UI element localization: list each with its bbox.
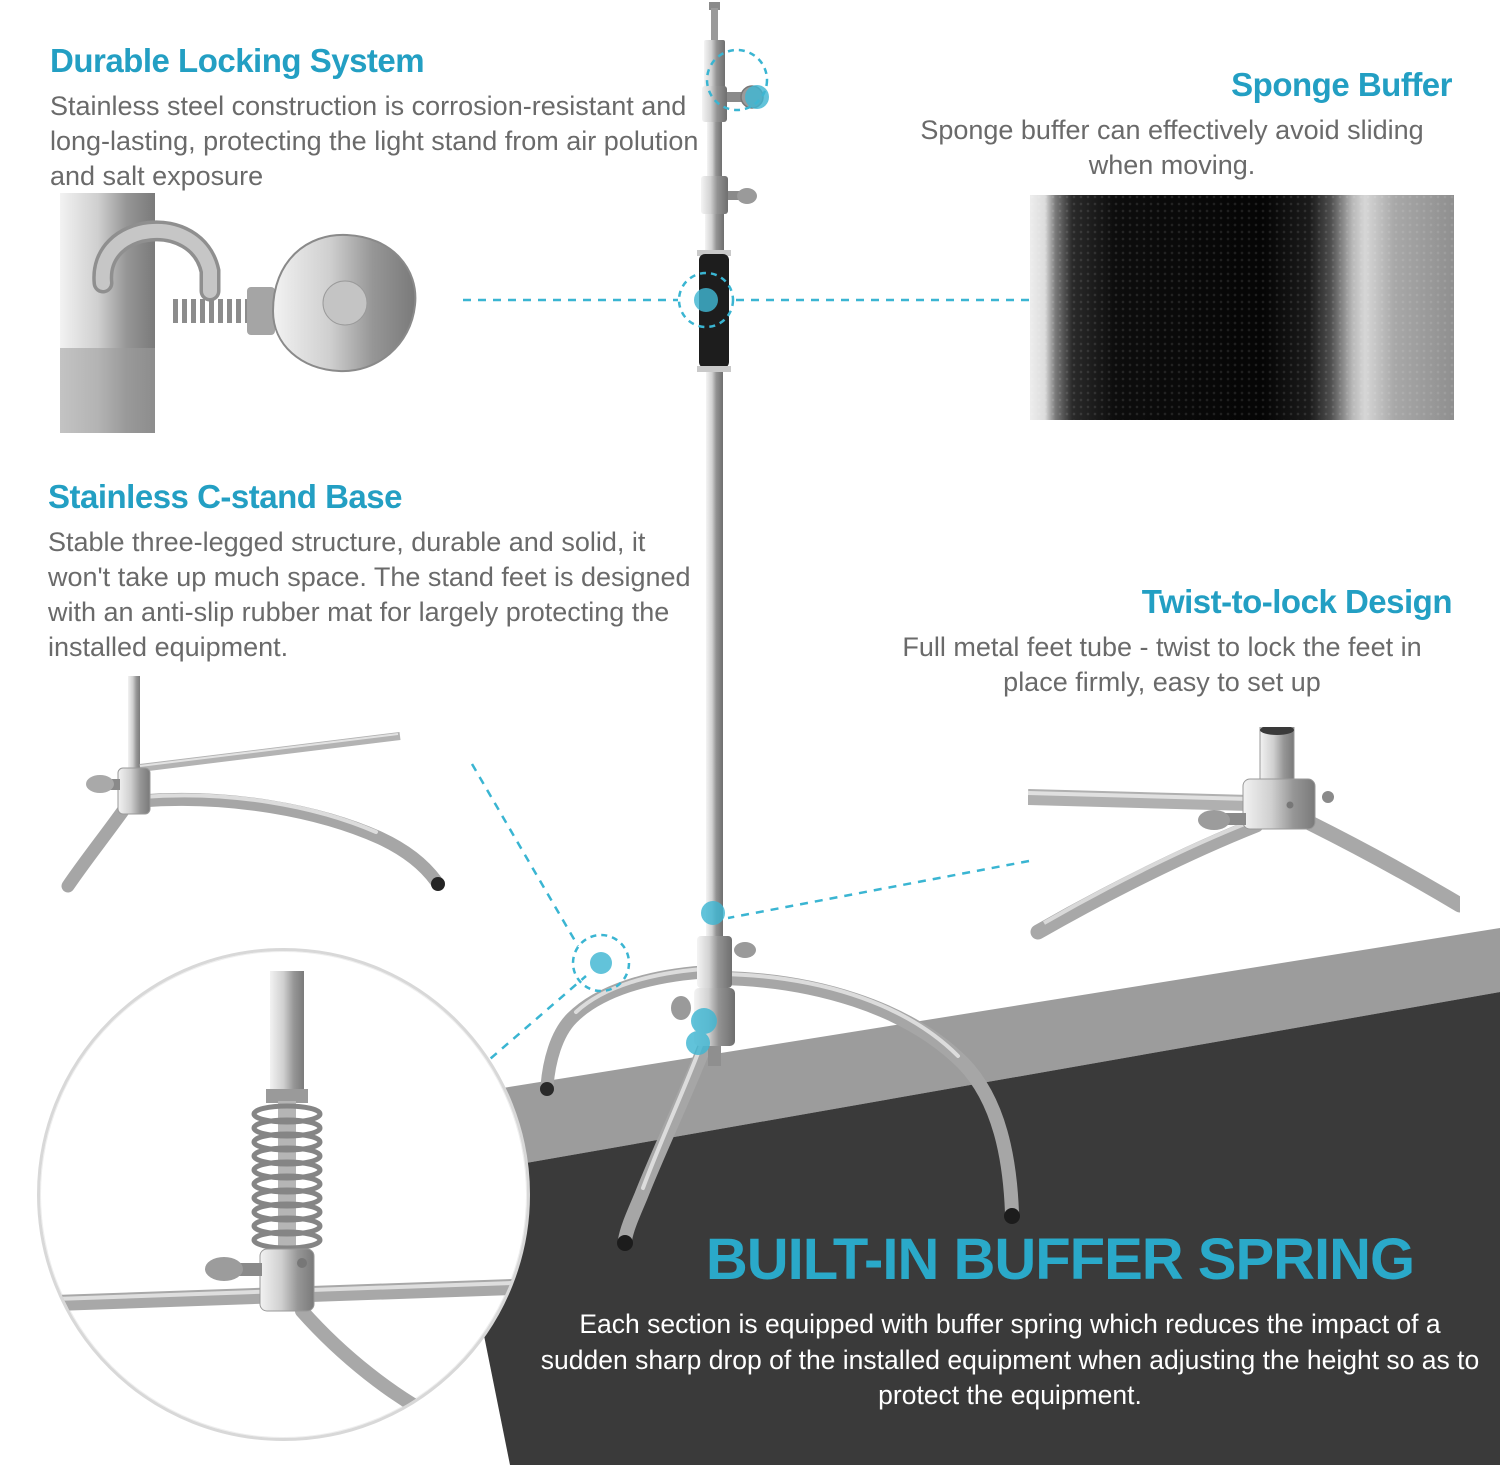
locking-knob-photo	[45, 193, 460, 433]
marker-dot-hub	[691, 1008, 717, 1034]
leg-tube-upper	[139, 732, 401, 772]
sponge-buffer-photo	[1030, 195, 1454, 420]
base-hub-upper	[697, 936, 732, 988]
callout-title-sponge-buffer: Sponge Buffer	[1231, 66, 1452, 103]
wing-bolt	[1198, 810, 1230, 830]
section-lock-knob	[737, 188, 757, 204]
twist-lock-photo	[1027, 725, 1468, 964]
lock-handle	[95, 223, 217, 298]
base-closeup-graphic	[61, 676, 445, 893]
marker-dot-leg	[590, 952, 612, 974]
connector-cstand-base	[470, 763, 580, 947]
base-closeup-photo	[40, 676, 470, 933]
wing-nut	[86, 775, 114, 793]
highlight-ring-top	[705, 48, 769, 112]
buffer-spring-graphic	[54, 971, 513, 1430]
top-lock-knob	[740, 85, 764, 109]
buffer-spring-coil	[251, 1103, 323, 1251]
clamp-hub	[259, 1248, 315, 1312]
marker-dot-top	[745, 85, 769, 109]
highlight-ring-grip	[677, 271, 735, 329]
callout-body-twist-lock: Full metal feet tube - twist to lock the…	[902, 632, 1422, 698]
twist-lock-graphic	[1027, 725, 1468, 940]
callout-twist-lock: Twist-to-lock Design Full metal feet tub…	[872, 583, 1452, 700]
callout-durable-locking: Durable Locking System Stainless steel c…	[50, 42, 700, 194]
feet-tube-right	[1302, 815, 1468, 913]
callout-title-durable-locking: Durable Locking System	[50, 42, 425, 79]
wing-bolt	[205, 1257, 243, 1281]
callout-body-durable-locking: Stainless steel construction is corrosio…	[50, 91, 699, 192]
locking-knob-graphic	[60, 193, 417, 433]
base-hub-lower	[694, 988, 735, 1046]
marker-dot-pole	[701, 901, 725, 925]
callout-body-sponge-buffer: Sponge buffer can effectively avoid slid…	[920, 115, 1424, 181]
callout-title-cstand-base: Stainless C-stand Base	[48, 478, 402, 515]
connector-twist-lock	[727, 859, 1030, 920]
feet-tube-lower-left	[1030, 817, 1264, 940]
leg-tube-left	[61, 801, 132, 893]
callout-sponge-buffer: Sponge Buffer Sponge buffer can effectiv…	[892, 66, 1452, 183]
callout-cstand-base: Stainless C-stand Base Stable three-legg…	[48, 478, 693, 665]
leg-tube-main	[133, 792, 443, 888]
twist-lock-hub	[1242, 778, 1316, 830]
callout-body-cstand-base: Stable three-legged structure, durable a…	[48, 527, 691, 663]
highlight-ring-base	[571, 933, 631, 993]
upper-tube	[270, 971, 304, 1091]
marker-dot-grip	[694, 288, 718, 312]
callout-title-twist-lock: Twist-to-lock Design	[1141, 583, 1453, 620]
buffer-spring-closeup	[37, 948, 530, 1441]
banner-title: BUILT-IN BUFFER SPRING	[705, 1227, 1415, 1292]
grip-sleeve	[699, 254, 729, 368]
feet-tube-left	[1027, 789, 1251, 811]
leg-arm-lower	[295, 1304, 452, 1430]
receiver-socket	[1259, 726, 1295, 784]
leg-clamp-hub	[117, 767, 151, 815]
marker-dot-hub-lower	[686, 1031, 710, 1055]
riser-tube	[128, 676, 140, 771]
banner-body: Each section is equipped with buffer spr…	[540, 1309, 1480, 1410]
